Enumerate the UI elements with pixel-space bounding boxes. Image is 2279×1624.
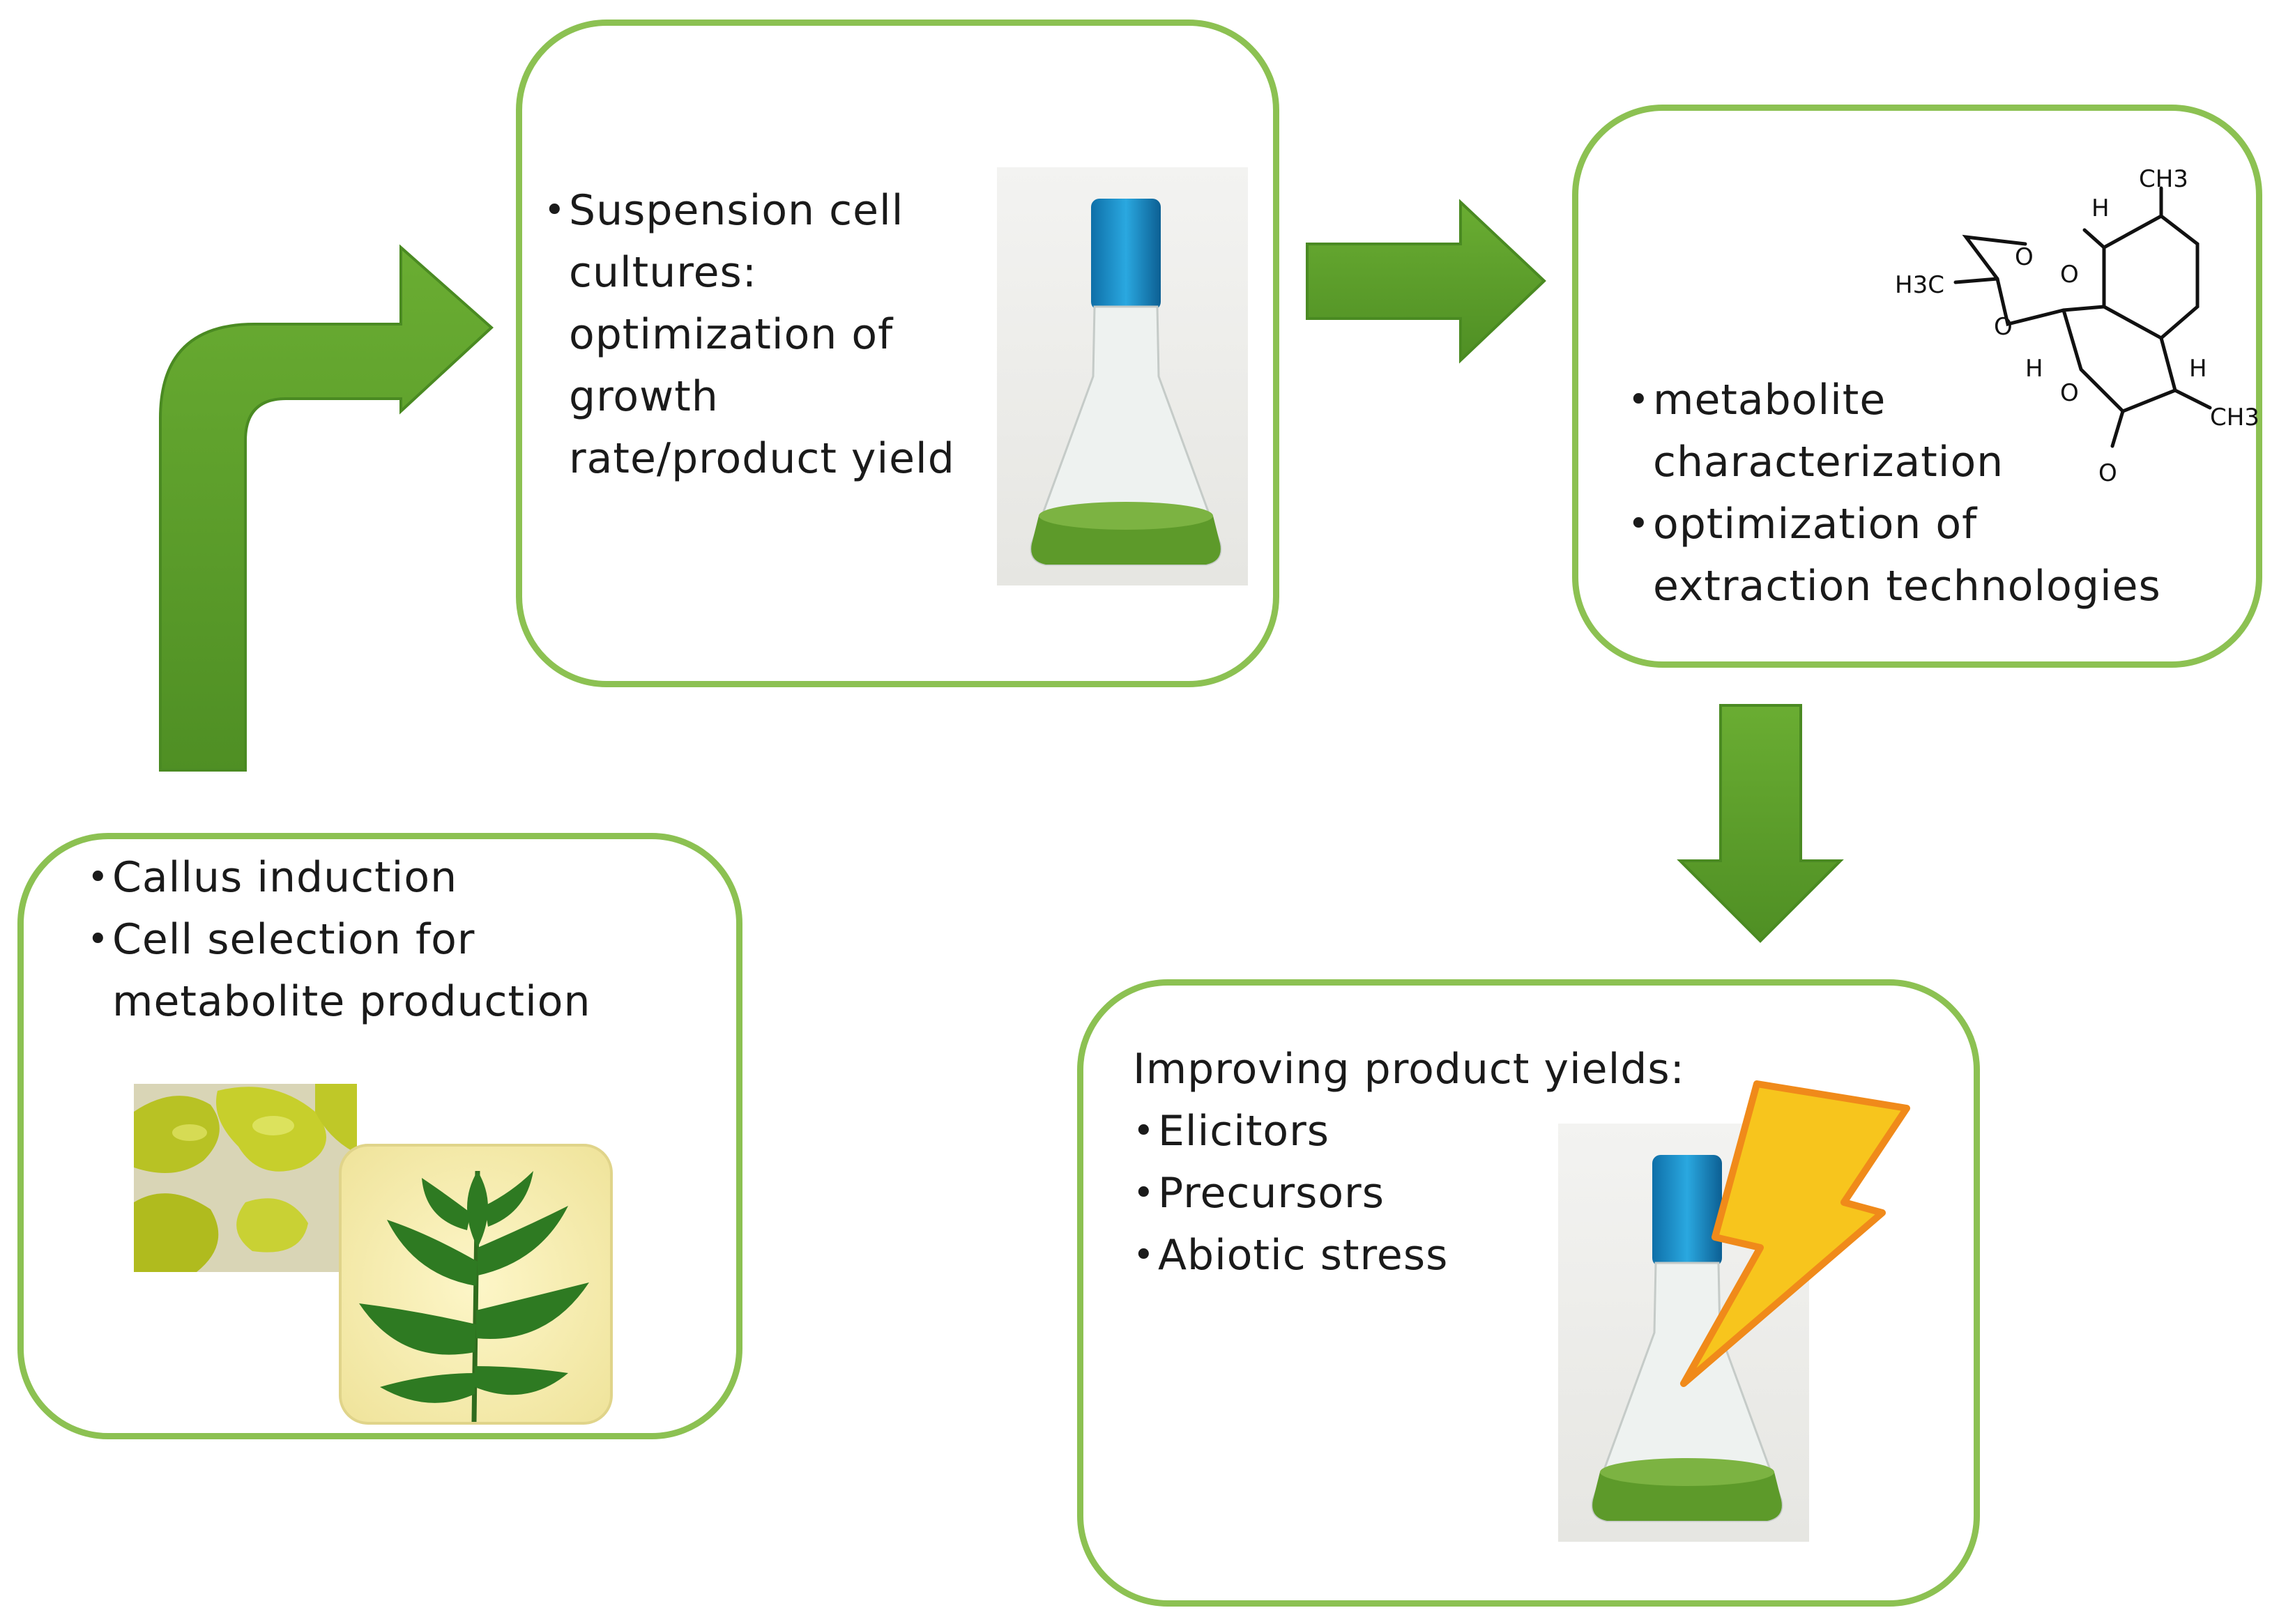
flask-photo xyxy=(997,167,1248,585)
list-item: optimization of extraction technologies xyxy=(1628,493,2197,618)
list-item: Abiotic stress xyxy=(1133,1225,1691,1287)
bent-arrow-up-right xyxy=(159,244,494,772)
label-o: O xyxy=(2098,459,2117,487)
list-item: metabolite characterization xyxy=(1628,369,2015,493)
label-ch3-right: CH3 xyxy=(2210,404,2259,431)
list-item: Suspension cell cultures: optimization o… xyxy=(544,180,962,490)
list-item: Callus induction xyxy=(87,847,680,909)
label-h: H xyxy=(2025,355,2043,383)
label-o: O xyxy=(1994,313,2013,341)
improving-box xyxy=(1077,979,1980,1607)
callus-photo xyxy=(134,1084,357,1272)
artemisinin-structure: CH3 H3C CH3 O O O O O H H H xyxy=(1895,165,2259,487)
label-h: H xyxy=(2091,194,2110,222)
arrow-right xyxy=(1306,199,1546,364)
lightning-icon xyxy=(1680,1080,1910,1387)
label-o: O xyxy=(2015,243,2034,271)
characterization-text: metabolite characterization optimization… xyxy=(1628,369,2200,618)
improving-heading: Improving product yields: xyxy=(1133,1045,1685,1094)
list-item: Cell selection for metabolite production xyxy=(87,909,680,1033)
label-o: O xyxy=(2060,261,2079,289)
list-item: Elicitors xyxy=(1133,1101,1691,1163)
label-o: O xyxy=(2060,379,2079,407)
label-h3c: H3C xyxy=(1895,271,1944,299)
callus-text: Callus induction Cell selection for meta… xyxy=(87,847,680,1033)
list-item: Precursors xyxy=(1133,1163,1691,1225)
leaf-photo xyxy=(339,1144,613,1425)
suspension-text: Suspension cell cultures: optimization o… xyxy=(544,180,962,490)
improving-text: Improving product yields: Elicitors Prec… xyxy=(1133,1039,1691,1287)
arrow-down xyxy=(1677,704,1844,943)
label-ch3-top: CH3 xyxy=(2139,165,2188,193)
label-h: H xyxy=(2189,355,2207,383)
